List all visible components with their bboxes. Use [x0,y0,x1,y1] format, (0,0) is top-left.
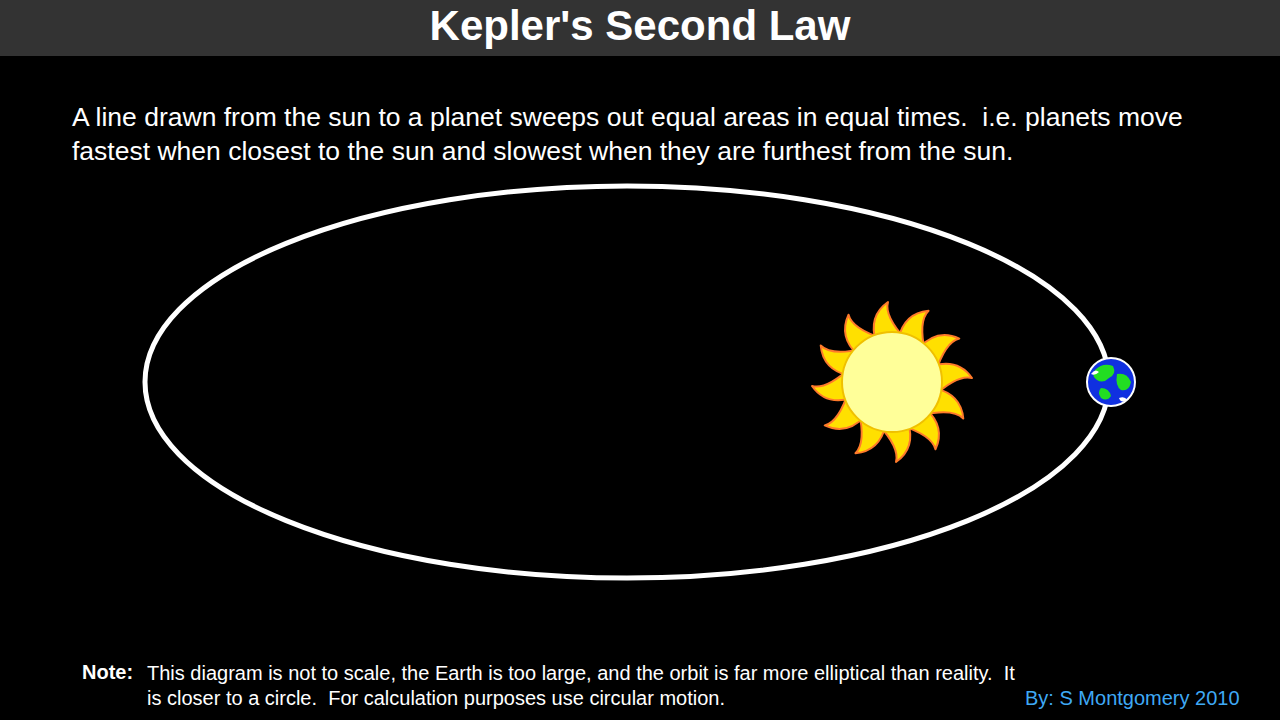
title-text: Kepler's Second Law [0,0,1280,56]
sun-symbol [812,302,972,462]
earth-symbol [1087,358,1135,406]
orbit-ellipse [145,186,1109,578]
note-text: This diagram is not to scale, the Earth … [147,661,1027,711]
note-heading: Note: [82,660,133,684]
description-text: A line drawn from the sun to a planet sw… [72,100,1202,168]
author-credit: By: S Montgomery 2010 [1025,686,1240,710]
